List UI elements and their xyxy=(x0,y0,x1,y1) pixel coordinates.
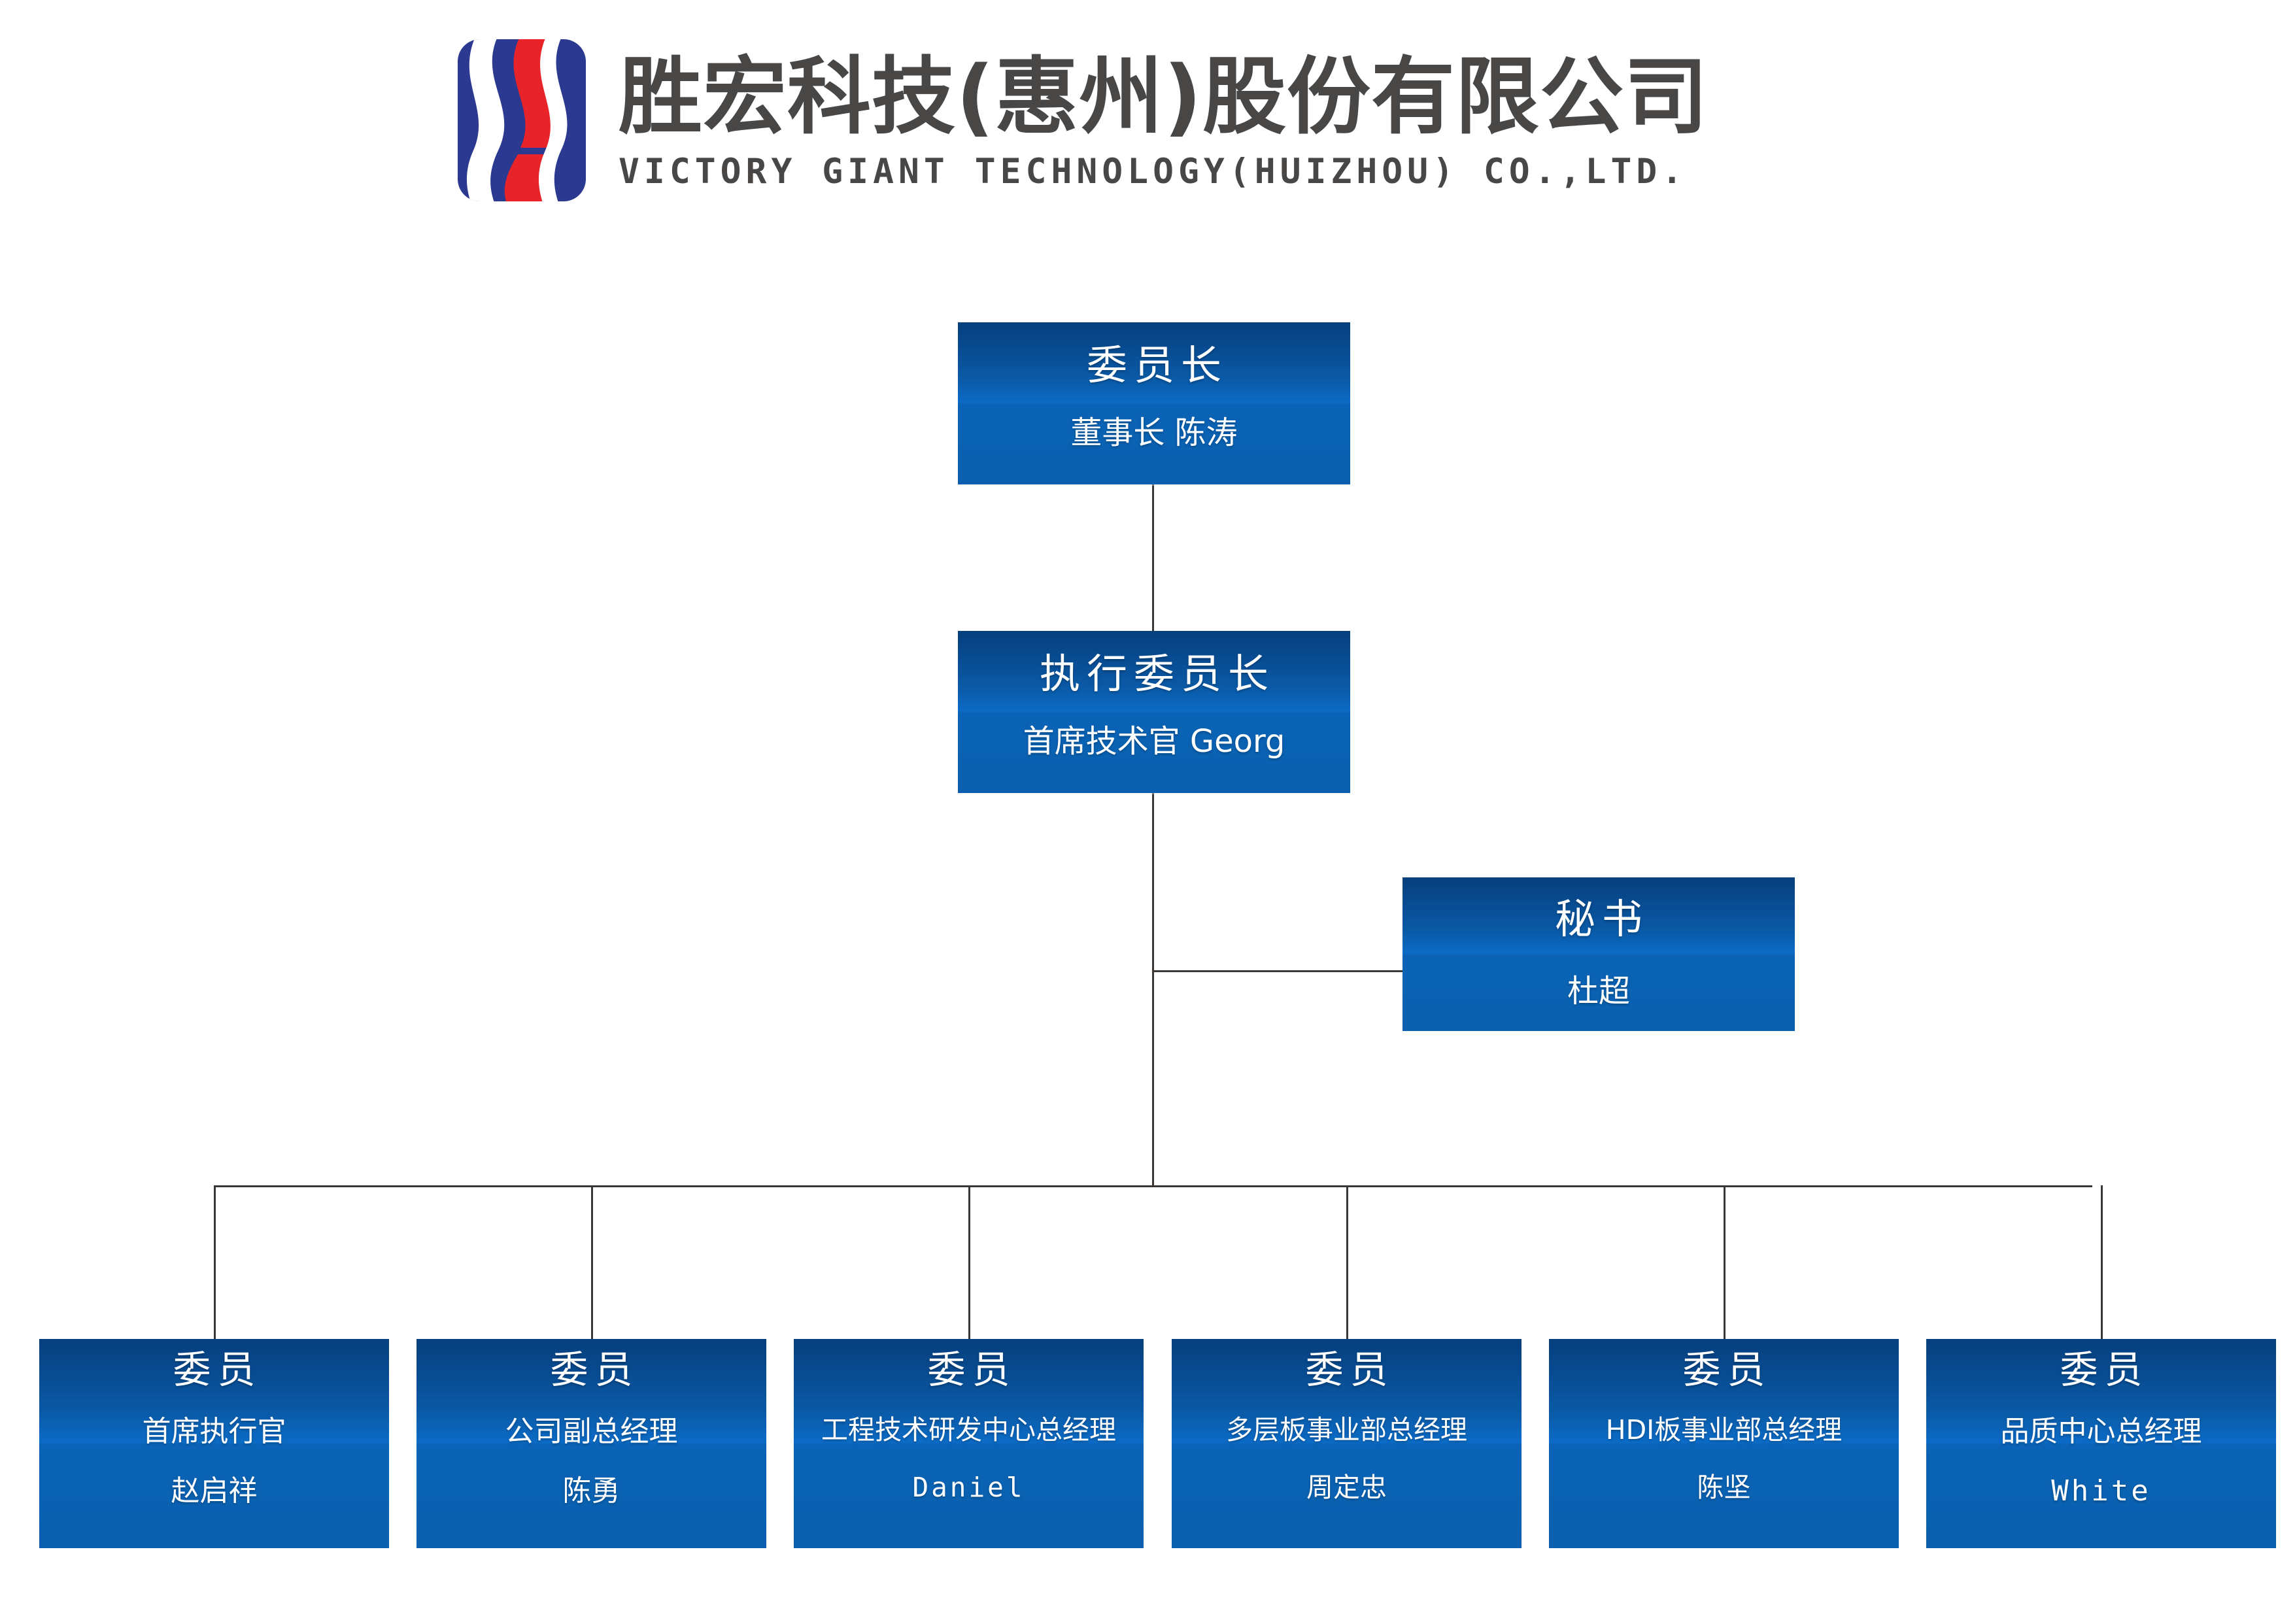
org-node-role: 品质中心总经理 xyxy=(2000,1415,2202,1448)
org-node-member-ceo[interactable]: 委员 首席执行官 赵启祥 xyxy=(39,1339,389,1548)
connector-drop-member-6 xyxy=(2101,1185,2103,1341)
org-node-member-quality-gm[interactable]: 委员 品质中心总经理 White xyxy=(1926,1339,2276,1548)
org-node-chairman[interactable]: 委员长 董事长 陈涛 xyxy=(958,322,1350,484)
org-node-subtitle: 首席技术官 Georg xyxy=(1023,723,1285,760)
org-node-title: 委员 xyxy=(1305,1347,1395,1392)
org-node-role: 首席执行官 xyxy=(142,1415,286,1448)
company-name-cn: 胜宏科技(惠州)股份有限公司 xyxy=(619,48,1709,146)
org-node-title: 委员 xyxy=(173,1347,262,1392)
org-node-executive-chairman[interactable]: 执行委员长 首席技术官 Georg xyxy=(958,631,1350,793)
connector-executive-to-secretary xyxy=(1152,970,1404,972)
org-node-person: 赵启祥 xyxy=(171,1474,258,1508)
org-node-role: 公司副总经理 xyxy=(505,1415,678,1448)
company-name-en: VICTORY GIANT TECHNOLOGY(HUIZHOU) CO.,LT… xyxy=(619,151,1688,192)
connector-executive-trunk xyxy=(1152,793,1154,1185)
org-node-person: 陈坚 xyxy=(1697,1471,1751,1503)
org-node-subtitle: 杜超 xyxy=(1567,973,1630,1009)
org-node-title: 秘书 xyxy=(1554,895,1649,943)
org-node-member-deputy-gm[interactable]: 委员 公司副总经理 陈勇 xyxy=(416,1339,766,1548)
org-node-title: 委员 xyxy=(2060,1347,2149,1392)
connector-drop-member-3 xyxy=(968,1185,970,1341)
org-node-subtitle: 董事长 陈涛 xyxy=(1070,414,1238,451)
org-node-member-multilayer-gm[interactable]: 委员 多层板事业部总经理 周定忠 xyxy=(1172,1339,1522,1548)
org-node-role: HDI板事业部总经理 xyxy=(1605,1414,1843,1446)
connector-drop-member-5 xyxy=(1724,1185,1726,1341)
org-node-person: 陈勇 xyxy=(562,1474,620,1508)
org-node-member-rd-center-gm[interactable]: 委员 工程技术研发中心总经理 Daniel xyxy=(794,1339,1144,1548)
org-node-role: 工程技术研发中心总经理 xyxy=(821,1414,1116,1446)
org-node-secretary[interactable]: 秘书 杜超 xyxy=(1402,877,1795,1031)
connector-chairman-to-executive xyxy=(1152,484,1154,632)
org-node-role: 多层板事业部总经理 xyxy=(1226,1414,1467,1446)
org-node-title: 委员 xyxy=(550,1347,639,1392)
org-node-title: 执行委员长 xyxy=(1039,650,1275,698)
connector-drop-member-1 xyxy=(214,1185,216,1341)
org-node-person: 周定忠 xyxy=(1306,1471,1387,1503)
victory-giant-s-logo-icon xyxy=(458,39,586,201)
connector-drop-member-2 xyxy=(591,1185,593,1341)
brand-text-block: 胜宏科技(惠州)股份有限公司 VICTORY GIANT TECHNOLOGY(… xyxy=(619,50,1708,192)
org-node-title: 委员 xyxy=(927,1347,1017,1392)
org-node-person: Daniel xyxy=(912,1471,1025,1503)
connector-drop-member-4 xyxy=(1346,1185,1348,1341)
org-node-person: White xyxy=(2051,1474,2151,1508)
org-node-member-hdi-gm[interactable]: 委员 HDI板事业部总经理 陈坚 xyxy=(1549,1339,1899,1548)
org-node-title: 委员 xyxy=(1682,1347,1772,1392)
org-node-title: 委员长 xyxy=(1086,341,1228,389)
connector-members-bus xyxy=(214,1185,2092,1187)
company-brand-header: 胜宏科技(惠州)股份有限公司 VICTORY GIANT TECHNOLOGY(… xyxy=(458,39,1708,201)
